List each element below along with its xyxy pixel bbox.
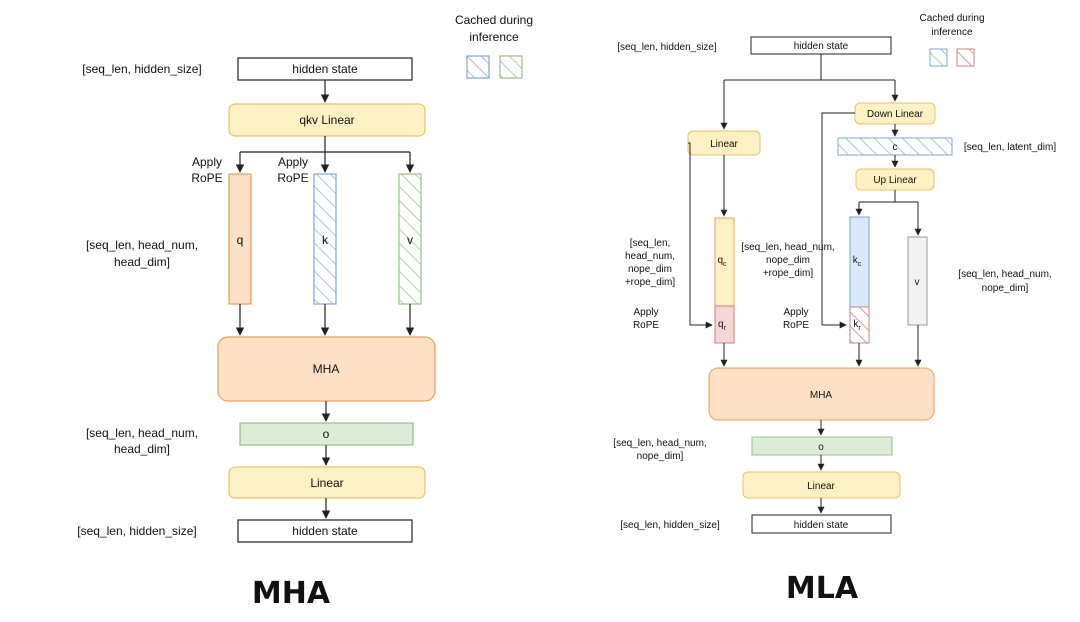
mha-qkv-linear-label: qkv Linear [299,113,354,127]
mla-rope-q-line1: Apply [633,307,658,318]
mla-legend-key-red [956,48,975,67]
mla-dim-o-line2: nope_dim] [637,451,684,462]
mla-out-linear-label: Linear [807,481,835,492]
mla-dim-k-line1: [seq_len, head_num, [741,242,834,253]
mla-hidden-state-out-label: hidden state [794,520,849,531]
mla-o-bar [751,436,893,456]
mla-arrow-rope-k-path [821,112,855,329]
mha-legend-line2: inference [469,30,519,44]
mla-dim-q-line4: +rope_dim] [625,277,676,288]
mha-hidden-state-out-label: hidden state [292,524,358,538]
mha-rope-k-line2: RoPE [277,171,308,185]
mla-latent-label: c [893,142,898,153]
mha-dim-heads-line1: [seq_len, head_num, [86,238,198,252]
mla-dim-latent: [seq_len, latent_dim] [964,142,1057,153]
mha-v-label: v [407,233,413,247]
mla-dim-q-line3: nope_dim [628,264,672,275]
mla-hidden-state-in-label: hidden state [794,41,849,52]
mha-legend-key-green [499,55,523,79]
mha-dim-output: [seq_len, hidden_size] [77,524,196,538]
mla-title: MLA [786,571,859,606]
mla-dim-q-line2: head_num, [625,251,675,262]
mha-title: MHA [252,576,331,611]
mla-dim-k-line3: +rope_dim] [763,268,814,279]
mha-rope-q-line2: RoPE [191,171,222,185]
mla-dim-q-line1: [seq_len, [630,238,671,249]
mla-attention-label: MHA [810,390,833,401]
mla-kc-label: kc [853,255,862,268]
mla-down-linear-label: Down Linear [867,109,924,120]
mha-dim-o-line2: head_dim] [114,442,170,456]
mla-o-label: o [818,442,824,453]
mha-attention-label: MHA [313,362,340,376]
mla-rope-k-line2: RoPE [783,320,809,331]
mla-dim-k-line2: nope_dim [766,255,810,266]
mla-up-linear-label: Up Linear [873,175,917,186]
mla-arrow-rope-q-path [688,142,713,329]
mla-qr-label: qr [718,319,727,332]
mla-dim-o-line1: [seq_len, head_num, [613,438,706,449]
mha-dim-heads-line2: head_dim] [114,255,170,269]
mla-kr-label: kr [853,319,861,332]
mha-qkv-linear [228,103,426,137]
mha-out-linear-label: Linear [310,476,343,490]
mha-q-label: q [237,233,244,247]
mla-hidden-state-out [751,514,892,534]
mla-rope-q-line2: RoPE [633,320,659,331]
mla-q-linear-label: Linear [710,139,738,150]
mha-rope-k-line1: Apply [278,155,308,169]
mha-rope-q-line1: Apply [192,155,222,169]
mla-diagram: Cached during inference [seq_len, hidden… [613,13,1056,606]
mla-dim-output: [seq_len, hidden_size] [620,520,720,531]
mha-hidden-state-in-label: hidden state [292,62,358,76]
mha-diagram: Cached during inference [seq_len, hidden… [77,13,533,611]
mla-rope-k-line1: Apply [783,307,808,318]
mla-v-label: v [915,277,920,288]
mla-qc-label: qc [717,255,727,268]
mla-dim-input: [seq_len, hidden_size] [617,42,717,53]
mha-dim-input: [seq_len, hidden_size] [82,62,201,76]
mha-dim-o-line1: [seq_len, head_num, [86,426,198,440]
mla-legend-key-blue [929,48,948,67]
mla-dim-v-line1: [seq_len, head_num, [958,269,1051,280]
mha-o-label: o [323,427,330,441]
mla-dim-v-line2: nope_dim] [982,283,1029,294]
mha-k-label: k [322,233,329,247]
mla-legend-line1: Cached during [919,13,984,24]
mha-legend-line1: Cached during [455,13,533,27]
mha-legend-key-blue [466,55,490,79]
mla-legend-line2: inference [931,27,973,38]
mha-out-linear [228,466,426,499]
mha-hidden-state-out [237,519,413,543]
